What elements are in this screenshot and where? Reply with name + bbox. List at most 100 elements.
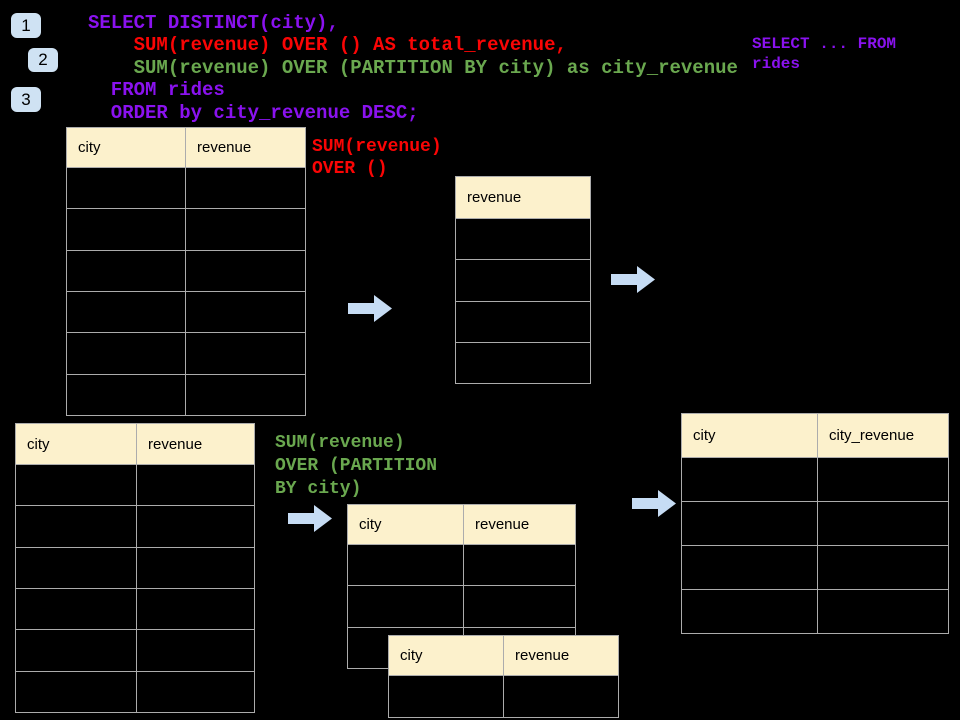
empty-cell bbox=[817, 545, 949, 590]
code-line: SUM(revenue) OVER () AS total_revenue, bbox=[88, 34, 567, 57]
empty-cell bbox=[66, 166, 186, 210]
flow-arrow-total-step2 bbox=[611, 266, 655, 293]
table-row bbox=[681, 457, 949, 502]
code-line: FROM rides bbox=[88, 79, 225, 102]
flow-arrow-partition-step2 bbox=[632, 490, 676, 517]
empty-cell bbox=[185, 290, 306, 334]
empty-cell bbox=[136, 629, 255, 672]
step-badge-2: 2 bbox=[28, 48, 58, 72]
table-row bbox=[681, 501, 949, 546]
empty-cell bbox=[388, 675, 504, 718]
empty-cell bbox=[15, 463, 137, 507]
table-total-revenue-result: revenue bbox=[455, 176, 591, 385]
empty-cell bbox=[185, 373, 306, 416]
code-line: SELECT ... FROM bbox=[752, 35, 897, 53]
empty-cell bbox=[347, 585, 464, 628]
step-badge-3: 3 bbox=[11, 87, 41, 112]
code-line: SUM(revenue) bbox=[312, 137, 442, 157]
flow-arrow-total-step1 bbox=[348, 295, 392, 322]
annotation-sum-over-partition: SUM(revenue) OVER (PARTITION BY city) bbox=[275, 432, 437, 501]
empty-cell bbox=[185, 332, 306, 375]
empty-cell bbox=[15, 670, 137, 713]
code-line: OVER (PARTITION bbox=[275, 456, 438, 476]
empty-cell bbox=[15, 587, 137, 631]
column-header-city: city bbox=[681, 413, 818, 458]
empty-cell bbox=[185, 208, 306, 251]
sql-query-code: SELECT DISTINCT(city), SUM(revenue) OVER… bbox=[88, 12, 738, 124]
empty-cell bbox=[455, 259, 591, 302]
column-header-revenue: revenue bbox=[136, 423, 255, 465]
column-header-revenue: revenue bbox=[503, 635, 619, 676]
column-header-revenue: revenue bbox=[185, 127, 306, 168]
empty-cell bbox=[681, 545, 818, 590]
table-row bbox=[455, 300, 591, 343]
empty-cell bbox=[15, 546, 137, 589]
empty-cell bbox=[455, 341, 591, 385]
empty-cell bbox=[15, 505, 137, 548]
table-row bbox=[15, 505, 255, 548]
empty-cell bbox=[681, 501, 818, 546]
empty-cell bbox=[455, 300, 591, 343]
empty-cell bbox=[66, 332, 186, 375]
empty-cell bbox=[681, 589, 818, 634]
table-row bbox=[15, 546, 255, 589]
table-row bbox=[66, 290, 306, 334]
empty-cell bbox=[66, 249, 186, 292]
code-line: BY city) bbox=[275, 479, 362, 499]
table-row bbox=[15, 587, 255, 631]
table-row bbox=[455, 341, 591, 385]
code-line: OVER () bbox=[312, 158, 388, 179]
code-line: SUM(revenue) bbox=[275, 433, 405, 453]
empty-cell bbox=[463, 543, 576, 587]
table-row bbox=[347, 585, 576, 628]
table-row bbox=[15, 629, 255, 672]
empty-cell bbox=[817, 457, 949, 502]
flow-arrow-partition-step1 bbox=[288, 505, 332, 532]
empty-cell bbox=[817, 501, 949, 546]
table-row bbox=[347, 543, 576, 587]
empty-cell bbox=[136, 670, 255, 713]
table-row bbox=[681, 545, 949, 590]
empty-cell bbox=[817, 589, 949, 634]
empty-cell bbox=[463, 585, 576, 628]
code-line: ORDER by city_revenue DESC; bbox=[88, 101, 419, 124]
table-row bbox=[66, 208, 306, 251]
column-header-revenue: revenue bbox=[463, 504, 576, 545]
code-line: SUM(revenue) OVER (PARTITION BY city) as… bbox=[88, 56, 738, 79]
column-header-city: city bbox=[15, 423, 137, 465]
table-row bbox=[66, 249, 306, 292]
empty-cell bbox=[185, 249, 306, 292]
empty-cell bbox=[136, 546, 255, 589]
table-row bbox=[681, 589, 949, 634]
column-header-city: city bbox=[347, 504, 464, 545]
empty-cell bbox=[136, 587, 255, 631]
empty-cell bbox=[66, 373, 186, 416]
empty-cell bbox=[347, 543, 464, 587]
empty-cell bbox=[681, 457, 818, 502]
column-header-city: city bbox=[388, 635, 504, 676]
table-row bbox=[455, 259, 591, 302]
code-line: SELECT DISTINCT(city), bbox=[88, 12, 339, 34]
table-row bbox=[388, 675, 619, 718]
step-badge-1: 1 bbox=[11, 13, 41, 38]
code-line: rides bbox=[752, 54, 801, 73]
empty-cell bbox=[66, 290, 186, 334]
table-row bbox=[66, 332, 306, 375]
table-row bbox=[15, 670, 255, 713]
table-row bbox=[455, 217, 591, 261]
empty-cell bbox=[15, 629, 137, 672]
empty-cell bbox=[455, 217, 591, 261]
annotation-sum-over-all: SUM(revenue)OVER () bbox=[312, 137, 442, 180]
empty-cell bbox=[185, 166, 306, 210]
empty-cell bbox=[136, 505, 255, 548]
empty-cell bbox=[503, 675, 619, 718]
column-header-city_revenue: city_revenue bbox=[817, 413, 949, 458]
table-row bbox=[15, 463, 255, 507]
